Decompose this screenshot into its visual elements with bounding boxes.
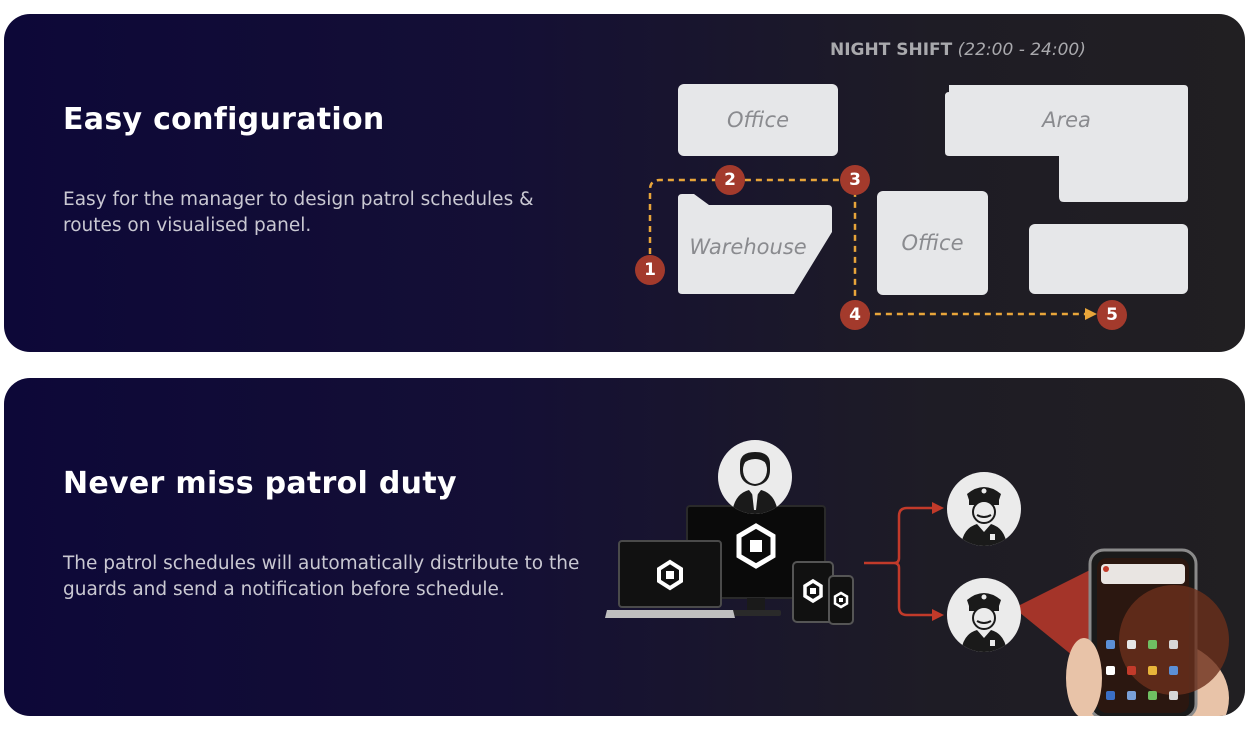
- room-warehouse: Warehouse: [689, 234, 807, 259]
- room-warehouse-shape: [678, 194, 832, 294]
- never-miss-patrol-card: Never miss patrol duty The patrol schedu…: [4, 378, 1245, 716]
- checkpoint-marker-5[interactable]: 5: [1097, 300, 1127, 330]
- easy-configuration-card: Easy configuration Easy for the manager …: [4, 14, 1245, 352]
- schedule-label: NIGHT SHIFT (22:00 - 24:00): [830, 40, 1086, 60]
- app-logo-icon: [736, 523, 776, 569]
- room-office-middle: Office: [877, 191, 988, 295]
- app-logo-icon: [833, 591, 849, 609]
- room-unlabeled: [1029, 224, 1188, 294]
- card-description: Easy for the manager to design patrol sc…: [63, 189, 534, 236]
- app-logo-icon: [657, 559, 683, 591]
- checkpoint-marker-4[interactable]: 4: [840, 300, 870, 330]
- card-title: Never miss patrol duty: [63, 466, 457, 501]
- room-area: Area: [1042, 108, 1091, 132]
- arrow-head-top: [932, 502, 944, 514]
- manager-avatar-icon: [718, 440, 792, 514]
- notification-banner: [1101, 564, 1185, 584]
- map-shapes: [648, 85, 1188, 320]
- app-grid: [1106, 640, 1178, 700]
- route-arrow-head: [1085, 308, 1097, 320]
- room-office-top: Office: [678, 84, 838, 156]
- card-description: The patrol schedules will automatically …: [63, 553, 580, 600]
- checkpoint-marker-3[interactable]: 3: [840, 165, 870, 195]
- guard-avatar-icon: [947, 472, 1021, 546]
- app-logo-icon: [803, 578, 823, 604]
- distribution-arrows: [864, 506, 934, 617]
- shift-time: (22:00 - 24:00): [957, 40, 1086, 60]
- guard-avatar-icon: [947, 578, 1021, 652]
- checkpoint-marker-2[interactable]: 2: [715, 165, 745, 195]
- arrow-head-bottom: [932, 609, 944, 621]
- patrol-route-line: [648, 178, 1086, 316]
- card-title: Easy configuration: [63, 102, 385, 137]
- checkpoint-marker-1[interactable]: 1: [635, 255, 665, 285]
- devices-illustration: [605, 502, 1229, 716]
- room-area-shape: [945, 85, 1188, 202]
- shift-name: NIGHT SHIFT: [830, 40, 953, 60]
